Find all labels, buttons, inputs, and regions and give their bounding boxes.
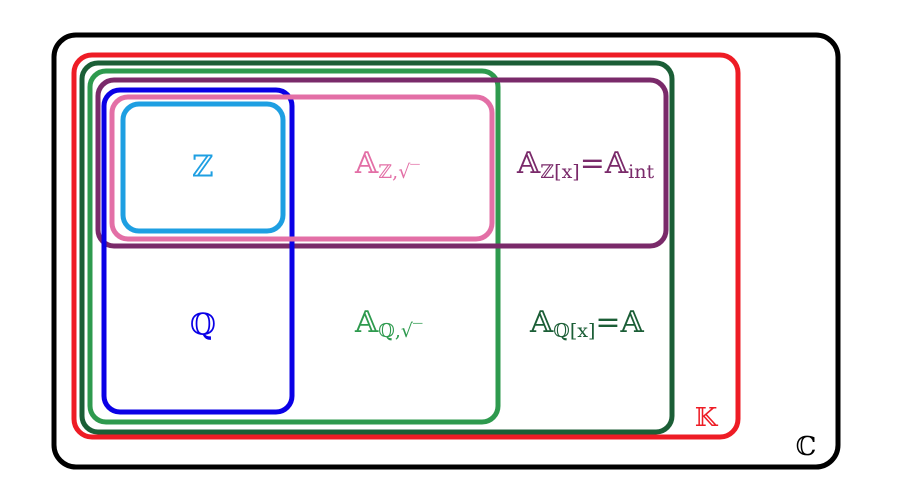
- label-A-int-eq: =: [580, 146, 605, 181]
- label-A-int-sub2: int: [628, 161, 654, 183]
- label-Q: ℚ: [190, 308, 216, 343]
- label-A-int-base2: 𝔸: [604, 146, 629, 181]
- label-A-int-sub: ℤ[x]: [540, 161, 579, 183]
- set-A-int-box: [95, 77, 669, 249]
- set-C-box: [51, 32, 841, 470]
- set-Z-box: [120, 101, 286, 234]
- set-A-Z-sqrt-box: [109, 94, 495, 242]
- label-A-Q-sqrt: 𝔸ℚ,√‾: [354, 305, 423, 343]
- label-K: 𝕂: [695, 403, 719, 433]
- set-A-box: [79, 60, 675, 435]
- label-A-Z-sqrt-sub: ℤ,√‾: [378, 161, 420, 183]
- label-A-eq: =: [595, 305, 620, 340]
- label-A-Q-sqrt-base: 𝔸: [354, 305, 379, 340]
- label-C: ℂ: [796, 432, 817, 462]
- label-A-Q-sqrt-sub: ℚ,√‾: [378, 320, 423, 342]
- label-A: 𝔸ℚ[x]=𝔸: [529, 305, 645, 343]
- label-A-int-base: 𝔸: [516, 146, 541, 181]
- label-A-sub: ℚ[x]: [553, 320, 595, 342]
- set-Q-box: [101, 87, 295, 415]
- label-A-Z-sqrt-base: 𝔸: [354, 146, 379, 181]
- label-A-Z-sqrt: 𝔸ℤ,√‾: [354, 146, 420, 184]
- set-K-box: [71, 52, 741, 440]
- label-A-base: 𝔸: [529, 305, 554, 340]
- label-Z: ℤ: [192, 150, 214, 185]
- label-A-int: 𝔸ℤ[x]=𝔸int: [516, 146, 654, 184]
- label-A-base2: 𝔸: [620, 305, 645, 340]
